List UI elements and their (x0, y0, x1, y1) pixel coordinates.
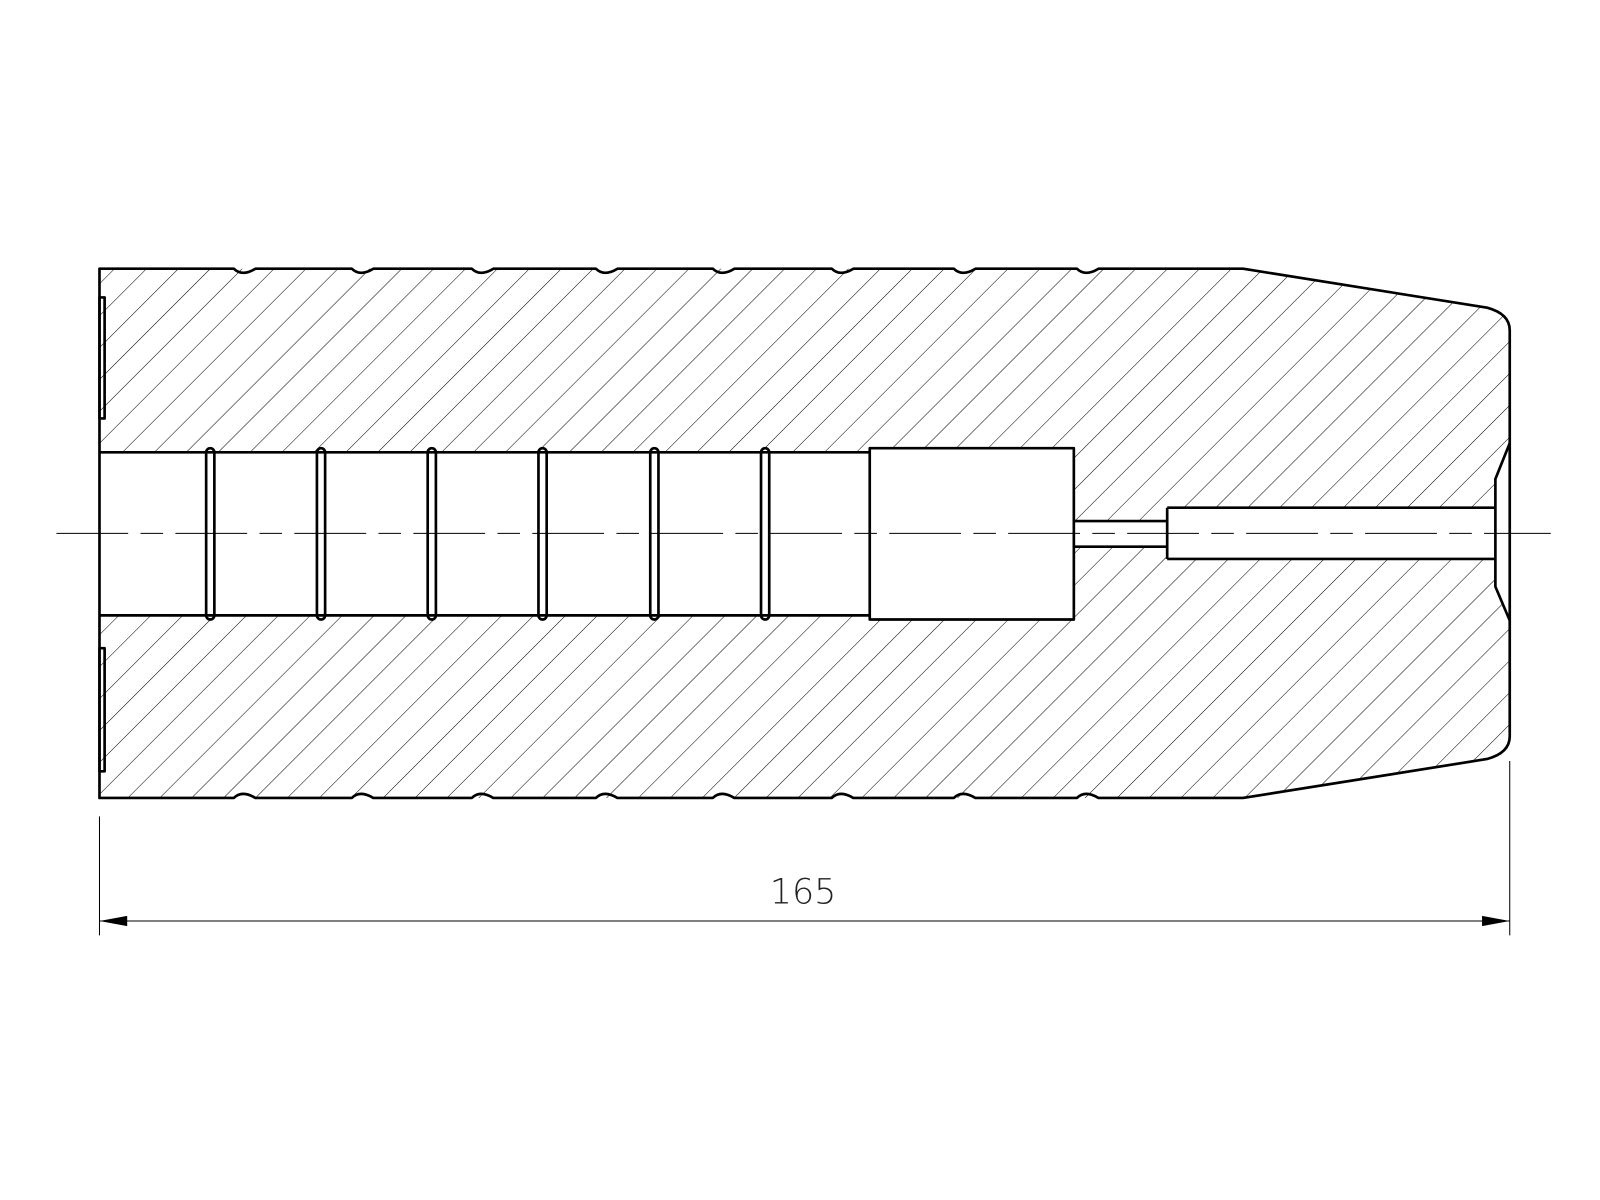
dimension-value: 165 (770, 873, 837, 913)
groove (537, 446, 548, 621)
left-notch-top (98, 296, 106, 420)
groove (204, 446, 216, 621)
section-hatch (99, 268, 1510, 798)
small-passage (1073, 519, 1168, 548)
arrow-left-icon (99, 915, 128, 927)
groove (315, 446, 327, 621)
groove (759, 446, 771, 621)
counterbore (868, 446, 1076, 621)
groove (648, 446, 660, 621)
arrow-right-icon (1482, 915, 1510, 927)
body-outline (98, 267, 1512, 800)
left-notch-bottom (98, 646, 106, 773)
main-bore (99, 450, 870, 617)
groove (426, 446, 438, 621)
bore-grooves (204, 446, 771, 621)
length-dimension: 165 (98, 761, 1511, 936)
